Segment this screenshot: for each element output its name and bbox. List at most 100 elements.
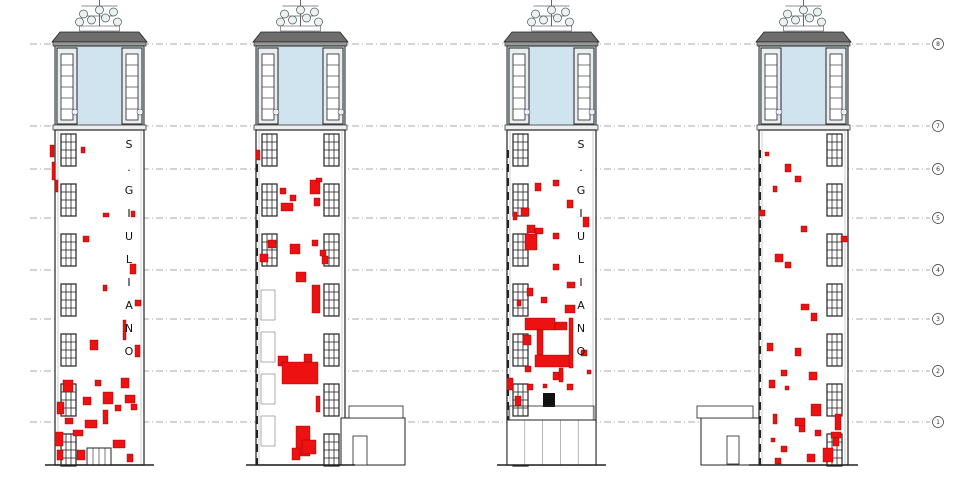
balustrade	[508, 405, 595, 421]
damage-patch	[516, 299, 522, 307]
lantern-lamp	[523, 108, 531, 116]
side-building-door	[726, 435, 740, 465]
damage-patch	[82, 235, 90, 243]
damage-patch	[315, 177, 323, 183]
damage-patch	[566, 281, 576, 289]
damage-patch	[319, 249, 327, 257]
lantern-lamp	[588, 108, 596, 116]
roof-edge	[52, 41, 147, 47]
roof-cornice	[252, 31, 349, 43]
damage-patch	[130, 403, 138, 411]
antenna-dish	[280, 9, 289, 19]
name-letter: I	[127, 207, 130, 220]
antenna-dish	[101, 13, 110, 23]
lantern-base	[52, 124, 147, 131]
facade-4	[696, 0, 858, 467]
name-letter: U	[125, 230, 133, 243]
damage-patch	[80, 146, 86, 154]
level-marker-label: 5	[936, 215, 940, 222]
damage-patch	[522, 334, 532, 346]
lantern-lamp	[136, 108, 144, 116]
damage-patch	[313, 197, 321, 207]
damage-patch	[526, 224, 536, 234]
damage-patch	[774, 253, 784, 263]
damage-patch	[102, 212, 110, 218]
side-building-door	[352, 435, 368, 466]
name-letter: L	[126, 253, 133, 266]
antenna-dish	[799, 5, 808, 15]
level-marker-circle	[932, 163, 944, 175]
side-building	[340, 417, 406, 466]
damage-patch	[126, 453, 134, 463]
damage-patch	[566, 383, 574, 391]
level-marker-label: 2	[936, 368, 940, 375]
level-marker-circle	[932, 313, 944, 325]
roof-edge	[253, 41, 348, 47]
antenna-dish	[817, 17, 826, 27]
damage-patch	[124, 394, 136, 404]
damage-patch	[102, 391, 114, 405]
level-marker-label: 3	[936, 316, 940, 323]
name-letter: G	[125, 184, 134, 197]
damage-patch	[534, 182, 542, 192]
antenna-dish	[113, 17, 122, 27]
lantern-lamp	[272, 108, 280, 116]
damage-patch	[822, 447, 834, 463]
damage-patch	[770, 437, 776, 443]
damage-patch	[558, 367, 564, 383]
antenna-dish	[75, 17, 84, 27]
antenna-dish	[539, 15, 548, 25]
antenna-dish	[276, 17, 285, 27]
damage-patch	[62, 379, 74, 393]
damage-patch	[303, 353, 313, 363]
damage-patch	[772, 413, 778, 425]
damage-patch	[552, 179, 560, 187]
antenna-dish	[547, 5, 556, 15]
level-marker-label: 4	[936, 267, 940, 274]
damage-patch	[758, 209, 766, 217]
damage-patch	[130, 210, 136, 218]
roof-cornice	[503, 31, 600, 43]
damage-patch	[554, 321, 568, 331]
damage-patch	[514, 395, 522, 407]
damage-patch	[289, 243, 301, 255]
damage-patch	[102, 284, 108, 292]
damage-patch	[129, 263, 137, 275]
antenna-dish	[527, 17, 536, 27]
damage-patch	[255, 149, 261, 161]
roof-cornice	[51, 31, 148, 43]
dark-opening	[543, 393, 555, 407]
antenna-dish	[296, 5, 305, 15]
damage-patch	[534, 354, 572, 368]
level-marker-label: 1	[936, 419, 940, 426]
damage-patch	[311, 239, 319, 247]
damage-patch	[566, 199, 574, 209]
damage-patch	[134, 344, 141, 358]
damage-patch	[768, 379, 776, 389]
antenna-dish	[302, 13, 311, 23]
antenna-base	[783, 25, 824, 32]
antenna-dish	[813, 7, 822, 17]
damage-patch	[794, 347, 802, 357]
damage-patch	[279, 187, 287, 195]
damage-patch	[772, 185, 778, 193]
name-letter: A	[125, 299, 133, 312]
damage-patch	[840, 235, 848, 243]
damage-patch	[54, 179, 59, 193]
damage-patch	[526, 383, 534, 391]
damage-patch	[794, 175, 802, 183]
damage-patch	[122, 319, 127, 341]
blind-window	[260, 331, 276, 363]
level-marker-circle	[932, 365, 944, 377]
antenna-dish	[783, 9, 792, 19]
antenna-dish	[553, 13, 562, 23]
roof-edge	[504, 41, 599, 47]
damage-patch	[281, 361, 319, 385]
ground-annex	[506, 419, 597, 466]
antenna-dish	[531, 9, 540, 19]
damage-patch	[51, 161, 56, 181]
damage-patch	[814, 429, 822, 437]
damage-patch	[810, 312, 818, 322]
damage-patch	[512, 211, 518, 221]
